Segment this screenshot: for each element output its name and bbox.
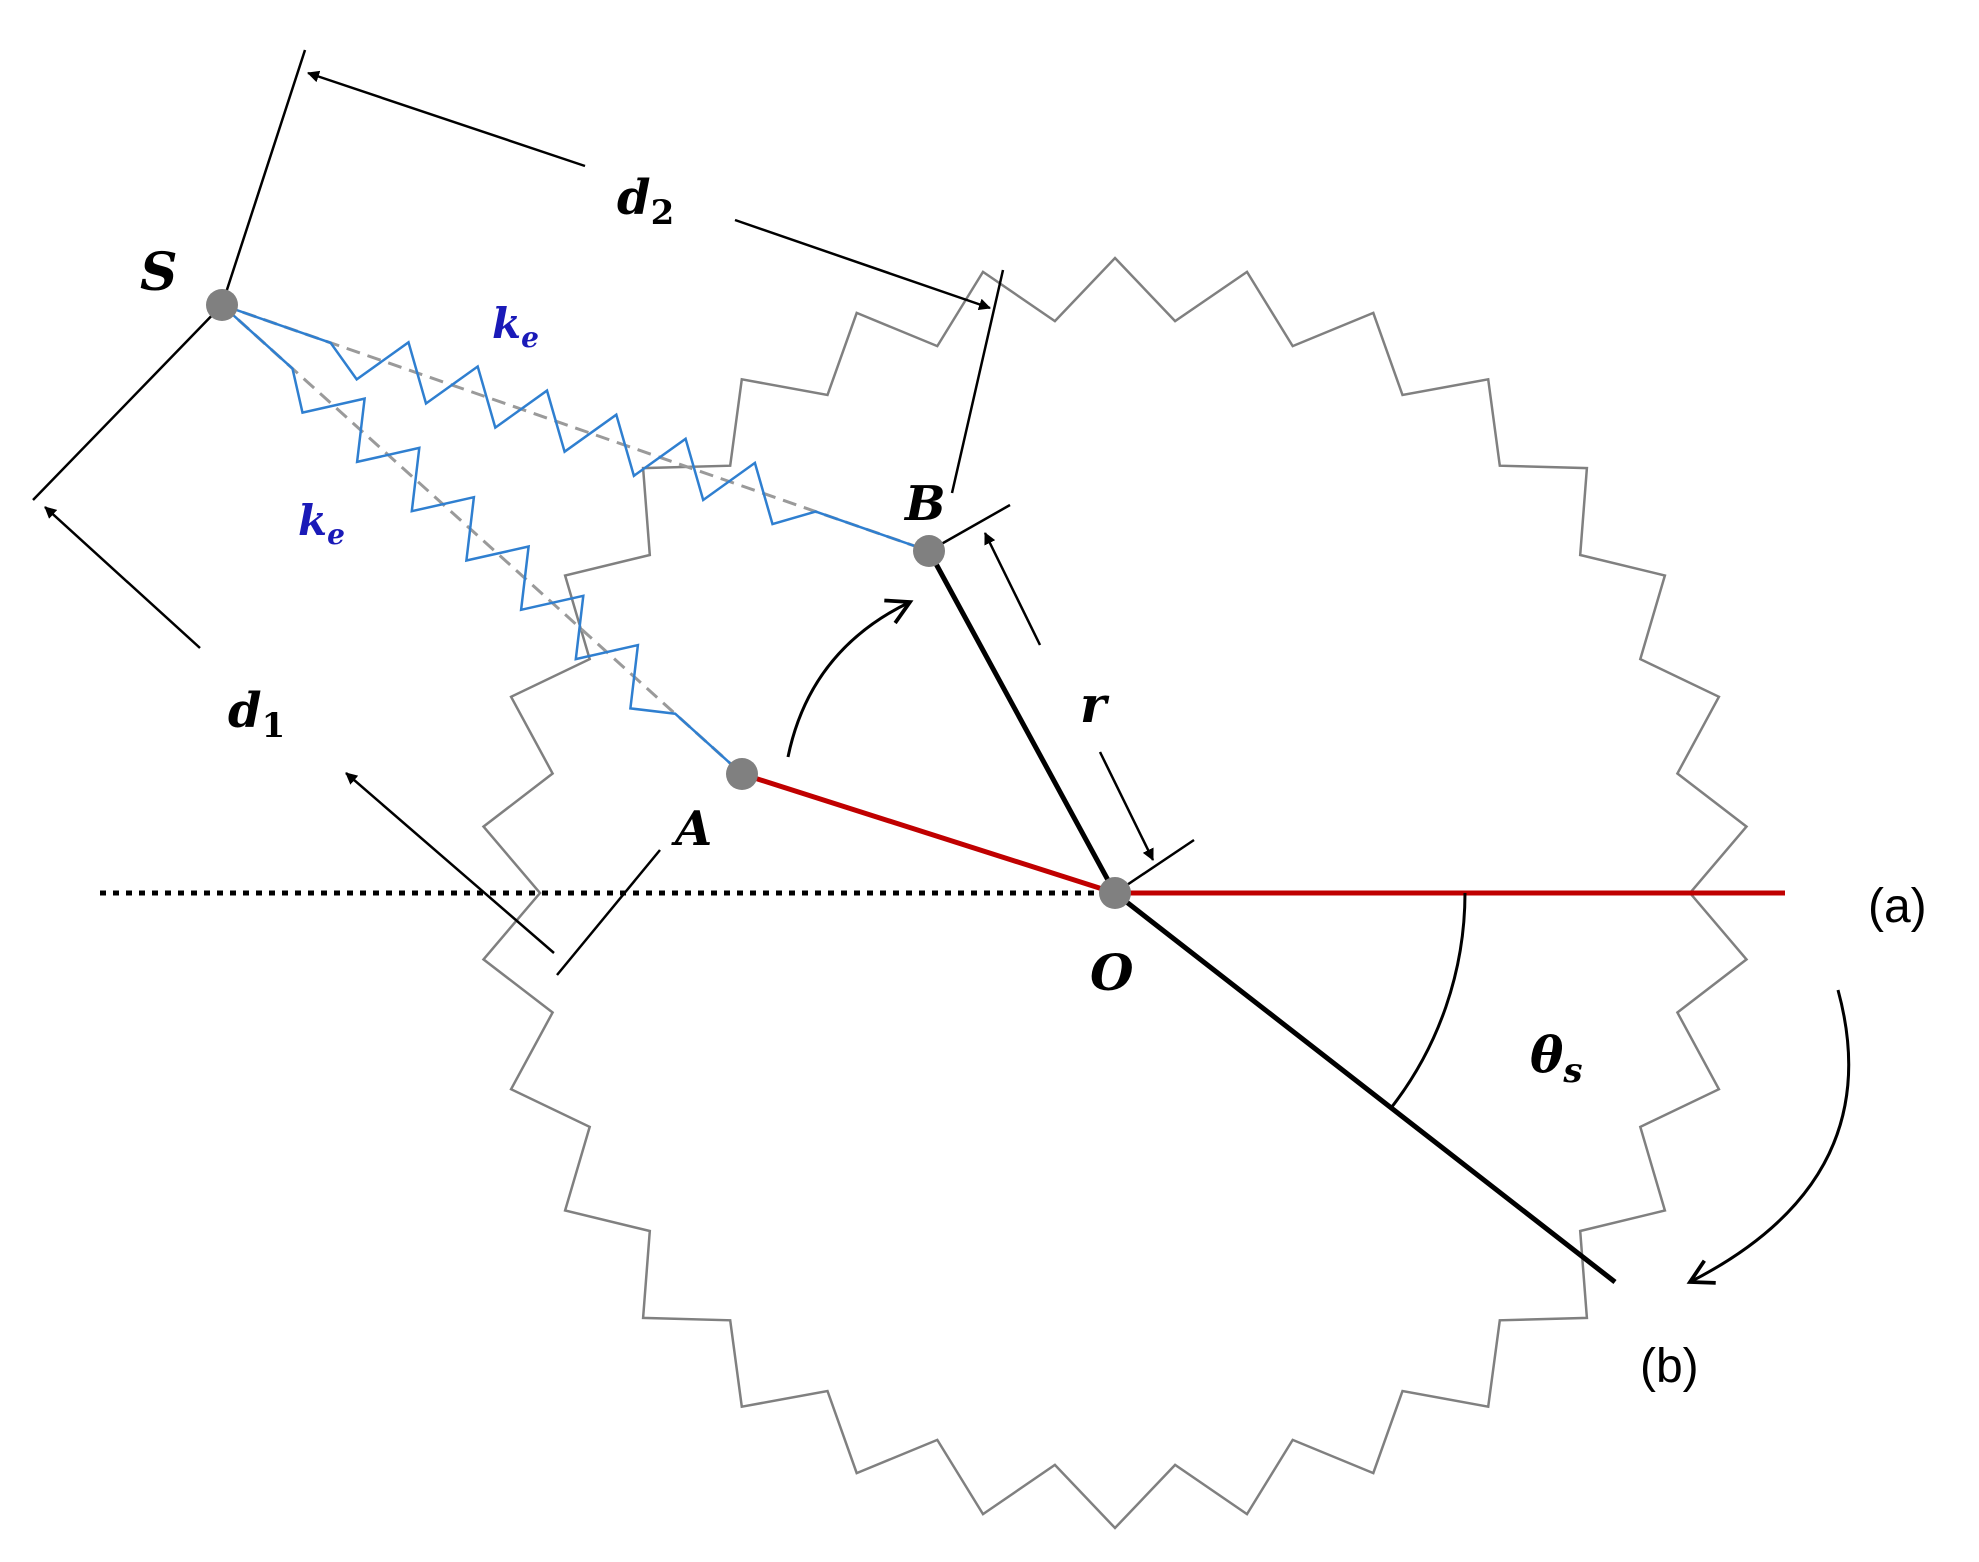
d1-arrow-lower xyxy=(345,772,555,954)
rotation-arrow-a-to-b-position xyxy=(1686,989,1851,1285)
d2-arrow-left xyxy=(307,70,586,168)
reference-line-s-b xyxy=(221,303,930,553)
d2-extension-line-s xyxy=(220,49,307,306)
theta-angle-arc xyxy=(1389,892,1467,1109)
label-d1-sub: 1 xyxy=(262,706,286,746)
label-ke-lower: ke xyxy=(298,496,345,551)
label-d2-base: d xyxy=(617,170,651,226)
label-d1-base: d xyxy=(228,683,262,739)
label-d2: d2 xyxy=(617,170,674,233)
d2-arrow-right xyxy=(734,218,991,311)
label-theta-sub: s xyxy=(1562,1051,1582,1091)
label-o: O xyxy=(1090,943,1134,1002)
point-o xyxy=(1099,877,1131,909)
label-r: r xyxy=(1080,675,1110,734)
r-arrow-upper xyxy=(983,532,1042,646)
d2-extension-line-b xyxy=(950,269,1005,494)
d1-arrow-upper xyxy=(44,506,201,649)
reference-line-s-a xyxy=(220,303,744,776)
label-ke-lower-sub: e xyxy=(327,518,345,551)
label-ke-upper-base: k xyxy=(492,299,521,348)
label-theta-s: θs xyxy=(1530,1025,1583,1091)
label-b: B xyxy=(903,476,946,532)
label-theta-base: θ xyxy=(1530,1025,1564,1084)
label-a: A xyxy=(671,801,712,857)
label-s: S xyxy=(140,242,178,303)
gear-outline xyxy=(481,256,1749,1530)
d1-extension-line-o xyxy=(556,849,661,976)
label-position-a: (a) xyxy=(1868,880,1927,933)
initial-arm-to-a xyxy=(741,771,1116,896)
r-arrow-lower xyxy=(1098,751,1155,861)
rotated-arm-extended xyxy=(1113,891,1617,1284)
point-s xyxy=(206,289,238,321)
label-position-b: (b) xyxy=(1640,1340,1699,1393)
label-ke-upper-sub: e xyxy=(521,321,539,354)
label-ke-upper: ke xyxy=(492,299,539,354)
rotation-arrow-a-to-b xyxy=(786,598,914,758)
label-d2-sub: 2 xyxy=(651,193,675,233)
spring-s-to-a xyxy=(221,304,743,775)
spring-s-to-b xyxy=(221,303,930,553)
rotated-arm-to-b xyxy=(926,549,1118,895)
label-ke-lower-base: k xyxy=(298,496,327,545)
point-b xyxy=(913,535,945,567)
d1-extension-line-s xyxy=(32,304,223,501)
label-d1: d1 xyxy=(228,683,285,746)
point-a xyxy=(726,758,758,790)
